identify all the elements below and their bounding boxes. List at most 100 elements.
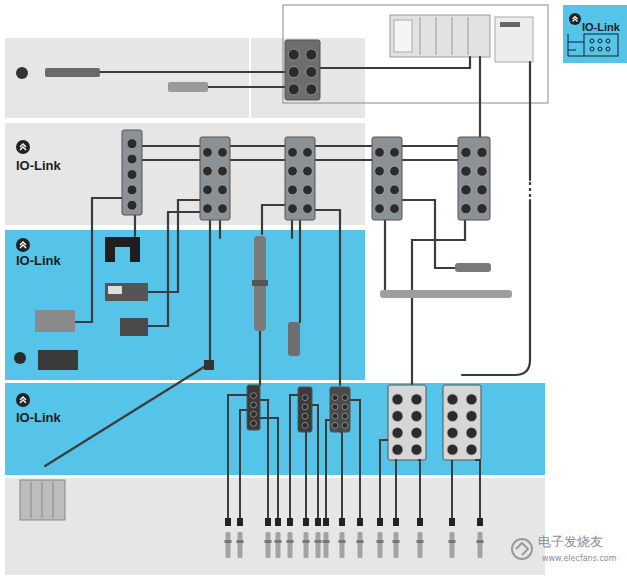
io-link-label: IO-Link <box>16 159 61 174</box>
module-part-part <box>411 411 422 422</box>
sensor-cable-part <box>477 540 484 543</box>
module-part-part <box>461 204 471 214</box>
module-part-part <box>218 185 228 195</box>
band-ground-part <box>5 230 365 380</box>
sensor-cable-part <box>450 532 455 558</box>
module-part-part <box>477 147 487 157</box>
module-part-part <box>306 66 317 77</box>
sensor-cable-part <box>265 540 272 543</box>
sensor-cable-part <box>303 540 310 543</box>
io-link-logo-part-part <box>20 397 26 403</box>
port-icon-part <box>606 39 610 43</box>
sensor-cable-part <box>266 532 271 558</box>
io-link-band: IO-Link <box>5 123 365 225</box>
sensor-cable-part <box>449 540 456 543</box>
sensor-part <box>31 482 32 518</box>
module-part-part <box>203 148 213 158</box>
io-link-label: IO-Link <box>16 411 61 426</box>
module-part-part <box>447 444 458 455</box>
watermark-logo-part <box>516 543 528 555</box>
sensor-cable-part <box>394 532 399 558</box>
module-part-part <box>447 428 458 439</box>
io-link-band: IO-Link <box>5 230 365 380</box>
watermark-logo-part <box>512 539 532 559</box>
band-ground-part <box>5 123 365 225</box>
cable-part <box>262 205 285 234</box>
module-part-part <box>127 185 137 195</box>
cable-part <box>320 57 470 68</box>
cable-part <box>384 220 386 290</box>
module-part-part <box>342 395 348 401</box>
watermark-logo <box>512 539 532 559</box>
plc-part <box>468 17 469 55</box>
sensor-part <box>45 68 100 77</box>
module-part-part <box>332 395 338 401</box>
module-part-part <box>127 170 137 180</box>
sensor-part <box>16 67 28 79</box>
sensor-cable-part <box>451 460 453 520</box>
module-part-part <box>330 387 350 432</box>
module-part-part <box>332 413 338 419</box>
sensor-part <box>53 482 54 518</box>
sensor-cable-part <box>350 400 360 520</box>
sensor-cable-part <box>475 460 480 520</box>
module-part-part <box>218 166 228 176</box>
watermark: 电子发烧友 <box>538 535 603 549</box>
module-part <box>330 387 350 432</box>
module-part <box>285 40 320 100</box>
sensor-part <box>38 350 78 370</box>
module-part-part <box>390 148 400 158</box>
cable-part <box>299 220 301 322</box>
sensor-cable-part <box>275 518 281 526</box>
module-part-part <box>390 166 400 176</box>
module-part-part <box>285 40 320 100</box>
module-part-part <box>306 49 317 60</box>
module-part-part <box>342 422 348 428</box>
cable-part <box>134 215 136 236</box>
module-part-part <box>306 84 317 95</box>
module-part-part <box>466 394 477 405</box>
sensor-cable-part <box>312 405 318 520</box>
module-part-part <box>392 444 403 455</box>
module-part-part <box>247 385 260 430</box>
module-part-part <box>458 137 490 220</box>
cable-part <box>462 200 530 375</box>
port-icon-part <box>590 39 594 43</box>
module-part-part <box>411 428 422 439</box>
sensor-part <box>455 263 491 272</box>
sensor-part <box>105 283 148 301</box>
module-part-part <box>342 413 348 419</box>
module-part-part <box>392 411 403 422</box>
sensor-cable-part <box>478 532 483 558</box>
cable-part <box>395 200 455 268</box>
module-part-part <box>203 185 213 195</box>
module-part-part <box>332 422 338 428</box>
sensor-cable-part <box>303 518 309 526</box>
sensor-cable-part <box>238 532 243 558</box>
sensor-part <box>42 482 43 518</box>
port-icon-part <box>584 34 618 56</box>
module-part-part <box>332 404 338 410</box>
sensor-cable-part <box>225 518 231 526</box>
sensor-part <box>252 280 268 286</box>
band-ground-part <box>249 38 251 118</box>
sensor-cable-part <box>323 540 330 543</box>
sensor-cable-part <box>287 540 294 543</box>
module-part-part <box>288 185 298 195</box>
io-link-band: IO-Link <box>5 383 545 475</box>
sensor-cable-part <box>275 540 282 543</box>
module-part-part <box>200 137 230 220</box>
sensor-cable-part <box>276 532 281 558</box>
watermark: www.elecfans.com <box>542 555 617 564</box>
port-icon-part <box>598 47 602 51</box>
sensor-cable-part <box>287 518 293 526</box>
module-part-part <box>288 49 299 60</box>
module-part-part <box>251 402 257 408</box>
module-part-part <box>466 444 477 455</box>
sensor-cable-part <box>377 540 384 543</box>
sensor-cable-part <box>477 518 483 526</box>
sensor-cable-part <box>324 532 329 558</box>
sensor-cable-part <box>339 540 346 543</box>
sensor-cable-part <box>288 532 293 558</box>
